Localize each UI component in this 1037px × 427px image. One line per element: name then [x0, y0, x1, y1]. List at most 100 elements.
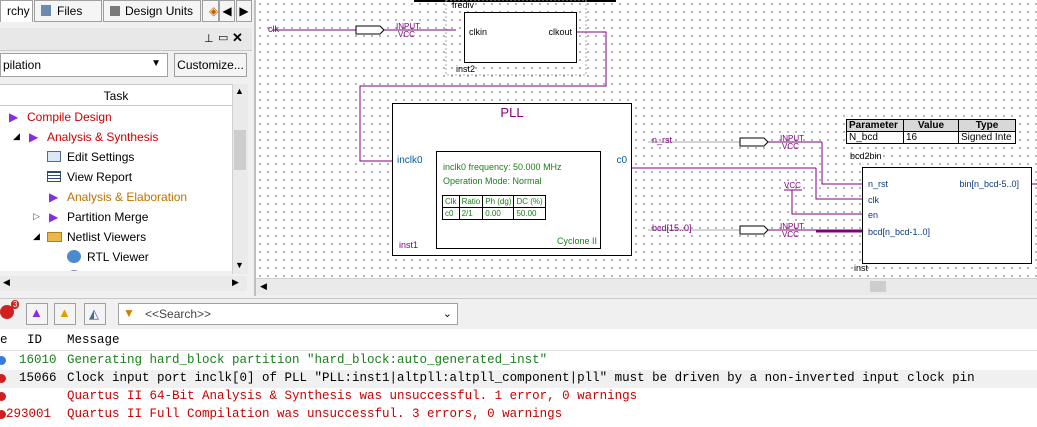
float-icon[interactable]: ▭	[218, 32, 229, 44]
vcc-constant: VCC	[784, 181, 801, 190]
tab-hierarchy-label: rchy	[7, 4, 30, 18]
bcd-pin-label: bcd[15..0]	[652, 223, 692, 233]
messages-panel: 3 ▲ ▲ ◭ ▼ <<Search>> ⌄ e ID Message 1601…	[0, 298, 1037, 427]
task-item-view-report[interactable]: View Report	[0, 167, 232, 187]
param-cell: 16	[903, 131, 959, 144]
suppress-icon: ◭	[89, 306, 99, 321]
n-rst-pin-vcc: VCC	[782, 142, 799, 151]
expand-arrow-icon[interactable]: ▷	[33, 211, 40, 221]
task-item-label: Analysis & Synthesis	[47, 130, 159, 144]
param-cell: N_bcd	[846, 131, 904, 144]
task-item-rtl-viewer[interactable]: RTL Viewer	[0, 247, 232, 267]
task-item-state-machine-viewer[interactable]	[0, 267, 232, 271]
pll-clock-table: Clk Ratio Ph (dg) DC (%) c0 2/1 0.00 50.…	[442, 195, 546, 220]
tab-design-units-label: Design Units	[125, 4, 194, 18]
scroll-thumb[interactable]	[234, 130, 246, 170]
frediv-name: frediv	[452, 0, 475, 10]
scroll-down-icon[interactable]: ▼	[235, 260, 244, 270]
chevron-down-icon: ▼	[151, 58, 161, 69]
pll-mode-text: Operation Mode: Normal	[443, 176, 542, 186]
message-search-field[interactable]: ▼ <<Search>> ⌄	[118, 303, 458, 325]
panel-splitter[interactable]	[254, 0, 256, 296]
n-rst-pin-label: n_rst	[652, 135, 673, 145]
message-text: Quartus II 64-Bit Analysis & Synthesis w…	[67, 389, 638, 403]
messages-column-header: e ID Message	[0, 330, 1037, 351]
task-header-label: Task	[103, 89, 129, 103]
report-icon	[47, 171, 61, 182]
task-column-header[interactable]: Task	[0, 84, 232, 106]
flow-select-value: pilation	[3, 58, 42, 72]
task-item-label: View Report	[67, 170, 133, 184]
bcd2bin-port-en: en	[868, 210, 879, 220]
warning-filter-button[interactable]: ▲	[54, 303, 76, 325]
filter-icon: ▼	[123, 306, 135, 320]
error-filter-icon[interactable]	[0, 305, 14, 319]
pll-table-cell: 0.00	[482, 207, 515, 220]
tree-vertical-scrollbar[interactable]: ▲ ▼	[232, 84, 248, 274]
frediv-block[interactable]: clkin clkout	[464, 12, 577, 63]
tab-files[interactable]: Files	[34, 0, 102, 22]
task-item-netlist-viewers[interactable]: ◢ Netlist Viewers	[0, 227, 232, 247]
rtl-viewer-icon	[67, 250, 81, 263]
task-item-analysis-synthesis[interactable]: ◢ ▶ Analysis & Synthesis	[0, 127, 232, 147]
pin-icon[interactable]: ⊥	[204, 33, 214, 45]
files-icon	[41, 5, 51, 16]
task-item-label: RTL Viewer	[87, 250, 149, 264]
play-icon: ▶	[49, 190, 59, 204]
canvas-horizontal-scrollbar[interactable]: ◀	[256, 278, 1037, 295]
param-header: Parameter	[846, 119, 904, 132]
task-item-partition-merge[interactable]: ▷ ▶ Partition Merge	[0, 207, 232, 227]
bcd-pin-vcc: VCC	[782, 230, 799, 239]
bcd2bin-block[interactable]: n_rst clk en bcd[n_bcd-1..0] bin[n_bcd-5…	[862, 167, 1032, 264]
folder-icon	[47, 232, 62, 242]
bcd2bin-name: bcd2bin	[850, 151, 882, 161]
pll-title: PLL	[500, 105, 524, 120]
pll-table-header: DC (%)	[513, 195, 546, 208]
clk-pin-vcc: VCC	[398, 30, 415, 39]
expand-arrow-icon[interactable]: ◢	[33, 231, 40, 241]
parameter-table[interactable]: Parameter Value Type N_bcd 16 Signed Int…	[846, 119, 1016, 144]
scroll-up-icon[interactable]: ▲	[235, 86, 244, 96]
task-item-compile-design[interactable]: ▶ Compile Design	[0, 107, 232, 127]
pll-table-cell: c0	[442, 207, 460, 220]
task-item-edit-settings[interactable]: Edit Settings	[0, 147, 232, 167]
tab-scroll-left-button[interactable]: ◀	[219, 0, 235, 22]
pll-block[interactable]: PLL inclk0 c0 inclk0 frequency: 50.000 M…	[392, 103, 632, 256]
frediv-port-clkin: clkin	[469, 27, 488, 37]
error-icon	[0, 392, 6, 401]
param-header: Type	[958, 119, 1016, 132]
wires	[272, 0, 1037, 235]
tree-horizontal-scrollbar[interactable]: ◀ ▶	[0, 276, 247, 291]
customize-button[interactable]: Customize...	[174, 53, 247, 77]
message-text: Quartus II Full Compilation was unsucces…	[67, 407, 563, 421]
expand-arrow-icon[interactable]: ◢	[13, 131, 20, 141]
messages-toolbar: 3 ▲ ▲ ◭ ▼ <<Search>> ⌄	[0, 298, 1037, 329]
tab-overflow[interactable]: ◈	[202, 0, 219, 22]
message-row[interactable]: 15066 Clock input port inclk[0] of PLL "…	[0, 370, 1037, 388]
error-count-badge: 3	[11, 300, 20, 309]
critical-warning-filter-button[interactable]: ▲	[26, 303, 48, 325]
suppress-filter-button[interactable]: ◭	[84, 303, 106, 325]
message-column-header[interactable]: Message	[67, 333, 120, 347]
scroll-left-icon[interactable]: ◀	[260, 281, 267, 291]
scroll-right-icon[interactable]: ▶	[232, 277, 239, 287]
id-column-header[interactable]: ID	[27, 333, 43, 347]
design-units-icon	[110, 6, 120, 16]
task-item-analysis-elaboration[interactable]: ▶ Analysis & Elaboration	[0, 187, 232, 207]
schematic-canvas[interactable]: clk INPUT VCC frediv clkin clkout inst2 …	[256, 0, 1037, 278]
pll-table-cell: 50.00	[513, 207, 546, 220]
scroll-left-icon[interactable]: ◀	[3, 277, 10, 287]
tab-scroll-right-button[interactable]: ▶	[236, 0, 252, 22]
scroll-thumb[interactable]	[870, 281, 886, 292]
tab-design-units[interactable]: Design Units	[103, 0, 201, 22]
chevron-down-icon: ⌄	[442, 308, 452, 320]
pll-family-label: Cyclone II	[556, 236, 597, 246]
task-item-label: Analysis & Elaboration	[67, 190, 188, 204]
close-icon[interactable]: ✕	[232, 30, 243, 45]
tab-hierarchy[interactable]: rchy	[0, 0, 33, 22]
flow-select[interactable]: pilation ▼	[0, 53, 168, 77]
task-item-label: Netlist Viewers	[67, 230, 147, 244]
type-column-header[interactable]: e	[0, 333, 8, 347]
message-id: 293001	[6, 407, 52, 421]
param-cell: Signed Inte	[958, 131, 1016, 144]
